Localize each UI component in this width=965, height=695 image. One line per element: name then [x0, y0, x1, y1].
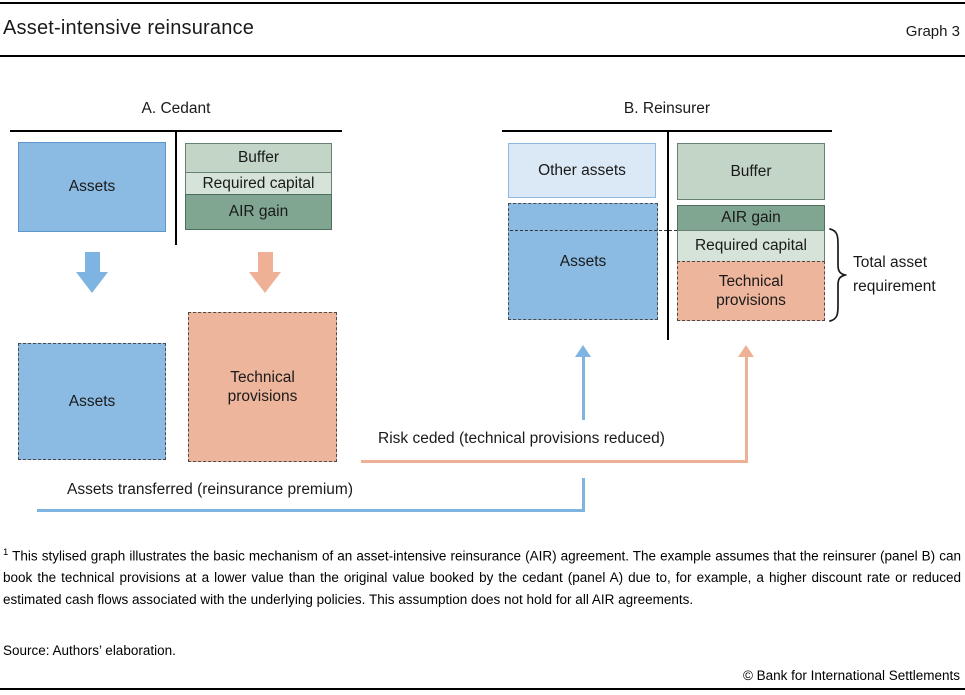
copyright-line: © Bank for International Settlements [742, 668, 960, 683]
cedant-assets-after-box: Assets [18, 343, 166, 460]
reinsurer-required-capital-label: Required capital [694, 237, 807, 255]
reinsurer-other-assets-label: Other assets [538, 161, 626, 179]
arrow-shaft [257, 252, 273, 273]
assets-up-arrow-shaft [581, 356, 585, 420]
brace-label-line2: requirement [853, 278, 936, 295]
footnote-text: This stylised graph illustrates the basi… [3, 548, 961, 608]
cedant-assets-after-label: Assets [68, 392, 116, 410]
total-asset-brace [829, 228, 847, 322]
footer-rule [0, 688, 965, 690]
cedant-assets-box: Assets [18, 142, 166, 232]
footnote: 1 This stylised graph illustrates the ba… [3, 542, 961, 611]
air-gain-level-dashed-line [510, 230, 677, 231]
cedant-provisions-down-arrow [249, 252, 281, 293]
arrow-shaft [84, 252, 100, 273]
reinsurer-buffer-label: Buffer [730, 162, 772, 180]
cedant-buffer-label: Buffer [237, 149, 280, 167]
risk-ceded-line-horizontal [361, 459, 748, 463]
source-line: Source: Authors’ elaboration. [3, 643, 176, 658]
reinsurer-technical-provisions-label: Technical provisions [716, 272, 786, 309]
cedant-technical-provisions-label: Technical provisions [227, 368, 298, 405]
assets-up-arrow-head [575, 345, 591, 357]
reinsurer-other-assets-box: Other assets [508, 143, 656, 198]
reinsurer-technical-provisions-box: Technical provisions [677, 261, 825, 321]
risk-ceded-arrow-shaft [744, 356, 748, 462]
total-asset-requirement-label: Total asset requirement [853, 251, 936, 299]
panel-a-title: A. Cedant [141, 100, 211, 117]
header-top-rule [0, 2, 965, 4]
cedant-assets-label: Assets [68, 178, 116, 196]
cedant-technical-provisions-box: Technical provisions [188, 312, 337, 462]
footnote-marker: 1 [3, 547, 9, 558]
panel-b-divider [667, 130, 669, 340]
arrow-head [249, 272, 281, 293]
arrow-head [76, 272, 108, 293]
panel-b-title: B. Reinsurer [623, 100, 711, 117]
cedant-buffer-box: Buffer [185, 143, 332, 173]
figure-title: Asset-intensive reinsurance [3, 17, 255, 39]
assets-transferred-line-horizontal [37, 508, 585, 512]
header-bottom-rule [0, 55, 965, 57]
risk-ceded-arrow-head [738, 345, 754, 357]
assets-transferred-label: Assets transferred (reinsurance premium) [67, 481, 353, 498]
cedant-assets-down-arrow [76, 252, 108, 293]
reinsurer-required-capital-box: Required capital [677, 230, 825, 262]
reinsurer-assets-label: Assets [559, 252, 607, 270]
cedant-required-capital-box: Required capital [185, 172, 332, 195]
reinsurer-air-gain-box: AIR gain [677, 205, 825, 231]
graph-number-label: Graph 3 [905, 23, 960, 40]
cedant-air-gain-box: AIR gain [185, 194, 332, 230]
reinsurer-assets-box: Assets [508, 203, 658, 320]
cedant-required-capital-label: Required capital [202, 174, 315, 192]
risk-ceded-label: Risk ceded (technical provisions reduced… [378, 430, 665, 447]
brace-label-line1: Total asset [853, 254, 928, 271]
reinsurer-air-gain-label: AIR gain [721, 209, 781, 227]
panel-a-divider [175, 130, 177, 245]
reinsurer-buffer-box: Buffer [677, 143, 825, 200]
cedant-air-gain-label: AIR gain [228, 203, 289, 221]
assets-transferred-line-riser [581, 478, 585, 512]
